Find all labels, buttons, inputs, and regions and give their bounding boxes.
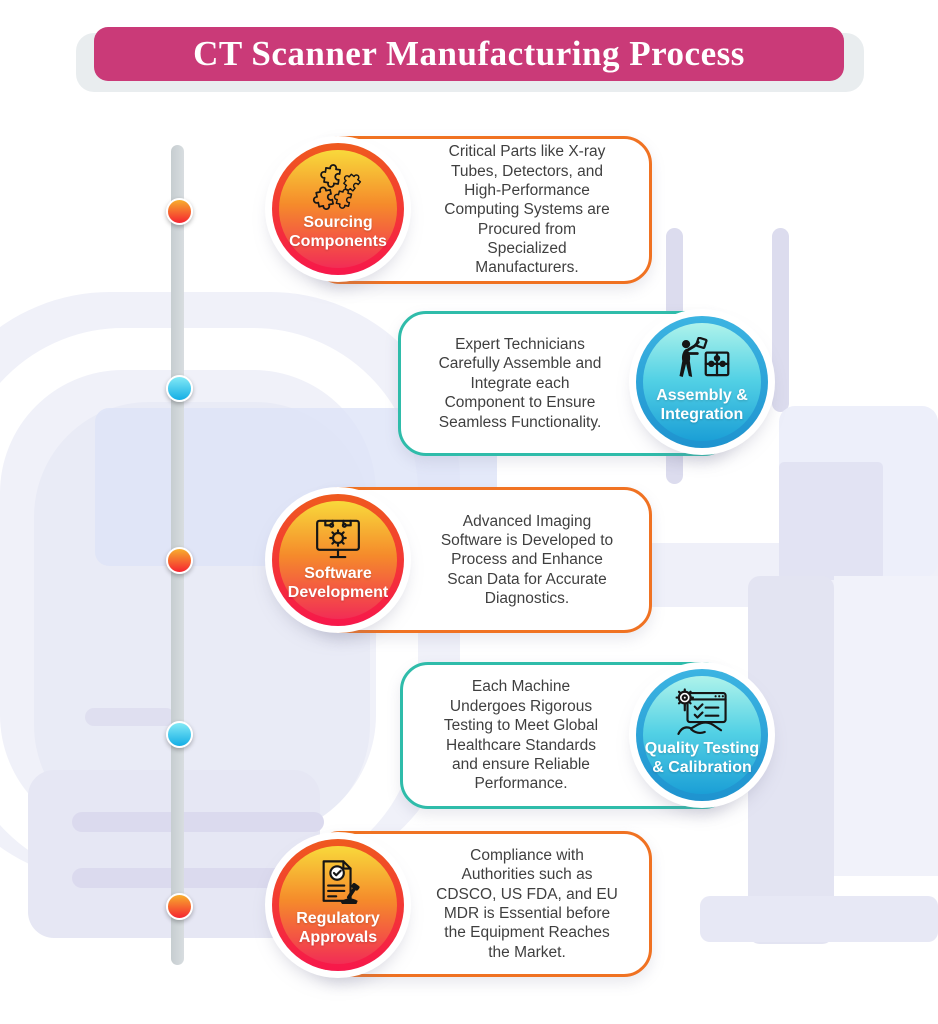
timeline-dot-3	[166, 547, 193, 574]
step-badge-sourcing-components: Sourcing Components	[272, 143, 404, 275]
step-badge-quality-testing: Quality Testing & Calibration	[636, 669, 768, 801]
bg-base-slat	[72, 868, 324, 888]
step-badge-inner: Regulatory Approvals	[279, 846, 397, 964]
bg-base-slat	[72, 812, 324, 832]
timeline-dot-1	[166, 198, 193, 225]
step-description: Critical Parts like X-ray Tubes, Detecto…	[444, 143, 610, 277]
checklist-gear-hand-icon	[673, 686, 731, 738]
technician-assembling-puzzle-icon	[672, 333, 732, 385]
timeline-dot-5	[166, 893, 193, 920]
step-badge-label: Software Development	[287, 565, 389, 601]
bg-base-slat-small	[85, 708, 175, 726]
timeline-dot-4	[166, 721, 193, 748]
bg-support-bar-right	[772, 228, 789, 412]
step-description: Each Machine Undergoes Rigorous Testing …	[443, 678, 599, 793]
bg-right-foot	[700, 896, 938, 942]
step-badge-inner: Software Development	[279, 501, 397, 619]
step-badge-inner: Assembly & Integration	[643, 323, 761, 441]
step-badge-label: Quality Testing & Calibration	[644, 740, 760, 776]
title-banner: CT Scanner Manufacturing Process	[94, 27, 844, 81]
step-badge-regulatory-approvals: Regulatory Approvals	[272, 839, 404, 971]
document-stamp-icon	[312, 856, 364, 908]
step-badge-label: Assembly & Integration	[656, 387, 748, 423]
step-description: Compliance with Authorities such as CDSC…	[436, 846, 618, 961]
timeline-dot-2	[166, 375, 193, 402]
puzzle-pieces-icon	[311, 160, 365, 212]
bg-headrest-pad	[779, 462, 883, 580]
step-badge-inner: Sourcing Components	[279, 150, 397, 268]
step-description: Expert Technicians Carefully Assemble an…	[438, 336, 602, 431]
step-badge-assembly-integration: Assembly & Integration	[636, 316, 768, 448]
step-badge-label: Regulatory Approvals	[296, 910, 380, 946]
step-description: Advanced Imaging Software is Developed t…	[440, 512, 614, 608]
step-badge-inner: Quality Testing & Calibration	[643, 676, 761, 794]
bg-right-leg-light	[834, 576, 938, 876]
page-title: CT Scanner Manufacturing Process	[193, 34, 745, 73]
step-badge-software-development: Software Development	[272, 494, 404, 626]
monitor-circuit-gear-icon	[309, 511, 367, 563]
step-badge-label: Sourcing Components	[289, 214, 387, 250]
